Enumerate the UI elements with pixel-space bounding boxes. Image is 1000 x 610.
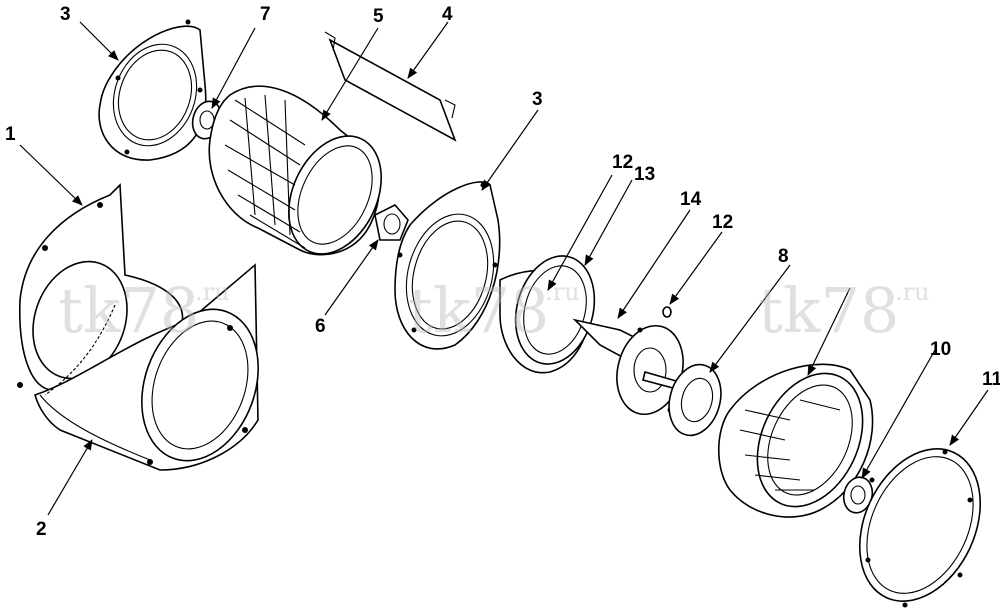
small-washer — [662, 306, 672, 318]
impeller-wheel — [717, 363, 874, 518]
watermark-suffix: .ru — [545, 278, 580, 306]
watermark-group: tk78 .ru tk78 .ru tk78 .ru — [58, 274, 930, 347]
callout-labels: 1 2 3 7 5 4 3 6 12 13 14 12 8 10 11 — [5, 4, 1000, 540]
callout-3-center: 3 — [532, 89, 543, 110]
blower-housing-scroll — [34, 263, 259, 471]
callout-3-left: 3 — [60, 4, 71, 25]
mounting-ring-plate-center — [394, 181, 501, 350]
callout-1: 1 — [5, 124, 16, 145]
callout-11: 11 — [982, 369, 1000, 390]
callout-10: 10 — [930, 339, 951, 360]
inlet-cone — [499, 255, 596, 374]
watermark-suffix: .ru — [895, 278, 930, 306]
watermark-text: tk78 — [758, 274, 899, 347]
shaft-hub-assembly — [572, 318, 691, 416]
watermark-text: tk78 — [408, 274, 549, 347]
flange-ring — [668, 363, 722, 437]
callout-4: 4 — [442, 4, 453, 25]
callout-8: 8 — [778, 246, 789, 267]
wheel-hub — [374, 204, 409, 241]
callout-14: 14 — [680, 189, 702, 210]
watermark-suffix: .ru — [195, 278, 230, 306]
callout-7: 7 — [260, 4, 271, 25]
leader-lines — [19, 21, 989, 516]
support-bracket — [324, 31, 457, 142]
callout-5: 5 — [373, 6, 384, 27]
callout-13: 13 — [634, 164, 655, 185]
mounting-ring-plate-left — [98, 19, 207, 161]
watermark-text: tk78 — [58, 274, 199, 347]
callout-2: 2 — [36, 519, 47, 540]
callout-6: 6 — [315, 316, 326, 337]
blower-housing-half — [17, 183, 184, 391]
callout-12-upper: 12 — [612, 152, 633, 173]
outer-mounting-ring — [858, 448, 982, 608]
blower-wheel-drum — [208, 85, 383, 256]
callout-12-lower: 12 — [712, 212, 733, 233]
